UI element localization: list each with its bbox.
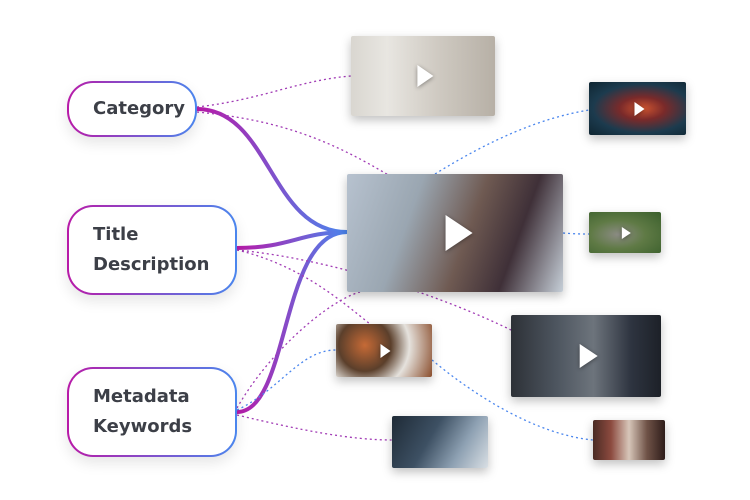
title-description-node: Title Description [67, 205, 237, 295]
link-basket-octopus [434, 109, 590, 175]
link-category-yoga [196, 75, 352, 108]
play-icon [417, 65, 434, 87]
metadata-label: Metadata [93, 386, 190, 407]
link-meta-food [236, 349, 337, 411]
video-thumbnail-basketball[interactable] [347, 174, 563, 292]
video-thumbnail-octopus[interactable] [589, 82, 686, 135]
description-label: Description [93, 254, 210, 275]
video-thumbnail-clothes-rack[interactable] [593, 420, 665, 460]
link-category-main [195, 107, 349, 234]
play-icon [380, 343, 391, 358]
link-title-main [235, 230, 349, 250]
play-icon [634, 101, 644, 116]
link-basket-koala [562, 232, 590, 235]
link-food-clothes [431, 359, 594, 441]
category-node: Category [67, 81, 197, 137]
link-title-food [236, 249, 371, 325]
metadata-keywords-node: Metadata Keywords [67, 367, 237, 457]
play-icon [621, 226, 631, 239]
link-meta-laptop [236, 414, 393, 441]
link-category-basket [196, 111, 391, 177]
video-thumbnail-food[interactable] [336, 324, 432, 377]
keywords-label: Keywords [93, 416, 193, 437]
play-icon [445, 215, 473, 251]
video-thumbnail-laptop[interactable] [392, 416, 488, 468]
play-icon [579, 344, 598, 368]
link-meta-main [235, 230, 349, 414]
video-thumbnail-yoga[interactable] [351, 36, 495, 116]
video-thumbnail-press-conference[interactable] [511, 315, 661, 397]
title-label: Title [93, 224, 139, 245]
video-thumbnail-koala[interactable] [589, 212, 661, 253]
category-label: Category [93, 98, 186, 119]
